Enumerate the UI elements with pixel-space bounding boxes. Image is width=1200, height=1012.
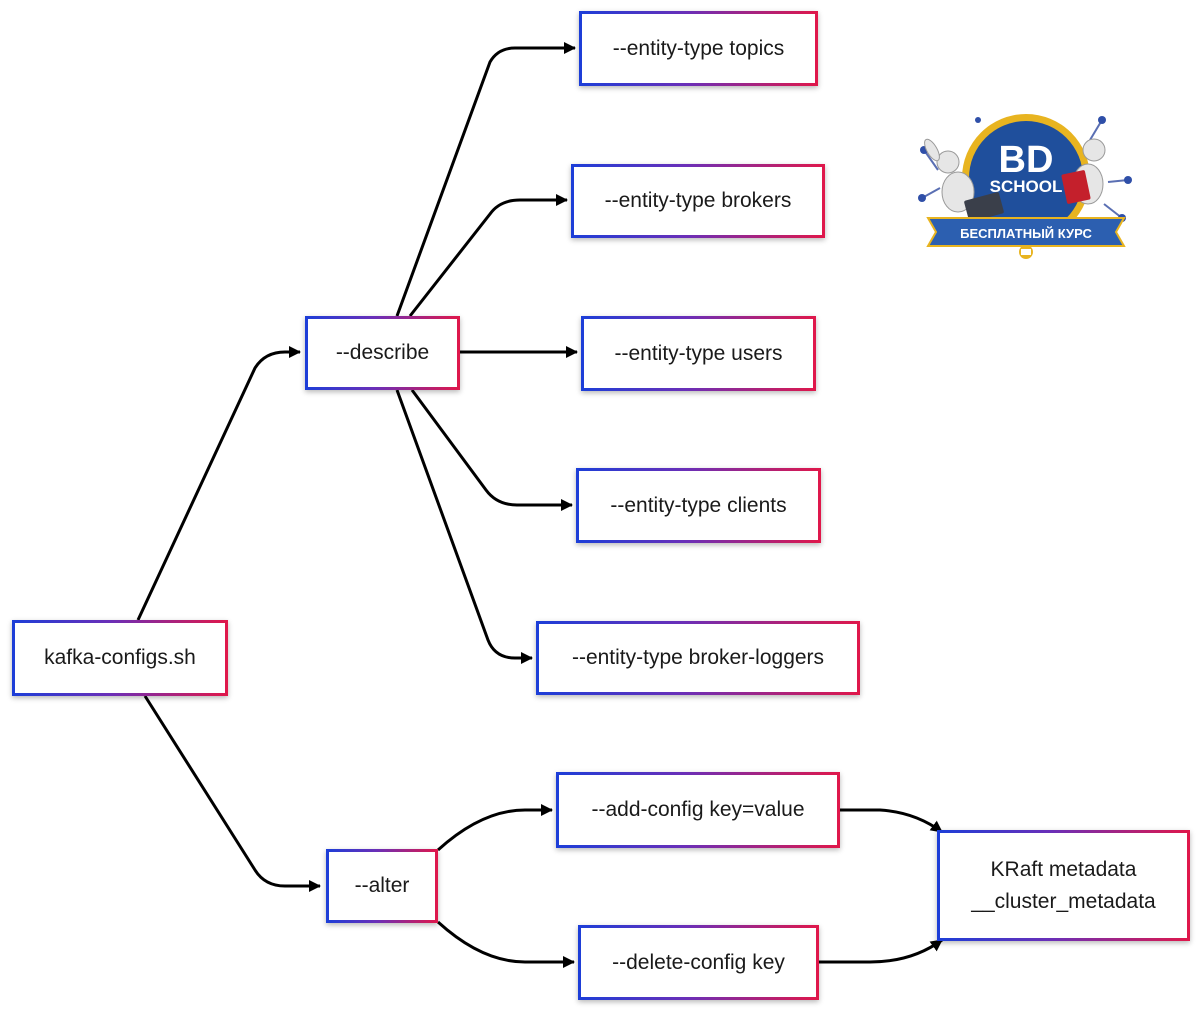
entity-brokerloggers-node: --entity-type broker-loggers <box>536 621 860 695</box>
logo-ribbon <box>926 217 1126 247</box>
delete-config-label: --delete-config key <box>612 950 785 974</box>
describe-node: --describe <box>305 316 460 390</box>
root-node: kafka-configs.sh <box>12 620 228 696</box>
edge-root-describe <box>136 346 301 621</box>
alter-label: --alter <box>354 874 410 897</box>
entity-topics-node: --entity-type topics <box>579 11 818 86</box>
edge-alter-delete <box>436 920 575 968</box>
kraft-label: KRaft metadata __cluster_metadata <box>971 854 1155 918</box>
logo-title-school: SCHOOL <box>990 177 1063 196</box>
edge-describe-brokerloggers <box>395 389 533 664</box>
describe-label: --describe <box>335 341 430 364</box>
logo-title-bd: BD <box>999 139 1054 181</box>
kraft-node: KRaft metadata __cluster_metadata <box>937 830 1190 941</box>
edge-describe-topics <box>395 42 576 317</box>
entity-clients-label: --entity-type clients <box>610 493 787 517</box>
add-config-label: --add-config key=value <box>591 798 805 821</box>
entity-clients-node: --entity-type clients <box>576 468 821 543</box>
kraft-line2: __cluster_metadata <box>971 889 1156 913</box>
entity-users-label: --entity-type users <box>614 341 783 365</box>
edge-describe-brokers <box>408 194 568 317</box>
entity-brokerloggers-label: --entity-type broker-loggers <box>571 646 825 669</box>
edge-add-kraft <box>840 808 943 834</box>
delete-config-node: --delete-config key <box>578 925 819 1000</box>
edge-alter-add <box>436 804 553 852</box>
bd-school-logo: BD SCHOOL БЕСПЛАТНЫЙ КУРС <box>918 114 1132 259</box>
add-config-node: --add-config key=value <box>556 772 840 848</box>
book-icon <box>1061 170 1091 204</box>
edge-describe-clients <box>410 389 573 511</box>
entity-brokers-node: --entity-type brokers <box>571 164 825 238</box>
kraft-line1: KRaft metadata <box>990 857 1137 881</box>
alter-node: --alter <box>326 849 438 923</box>
root-label: kafka-configs.sh <box>44 646 196 669</box>
edge-root-alter <box>143 695 321 892</box>
logo-ribbon-text: БЕСПЛАТНЫЙ КУРС <box>960 226 1092 241</box>
edge-delete-kraft <box>818 938 943 964</box>
entity-topics-label: --entity-type topics <box>612 36 785 60</box>
gift-icon-box <box>1021 249 1031 255</box>
laptop-icon <box>964 192 1004 222</box>
entity-users-node: --entity-type users <box>581 316 816 391</box>
entity-brokers-label: --entity-type brokers <box>604 189 792 212</box>
